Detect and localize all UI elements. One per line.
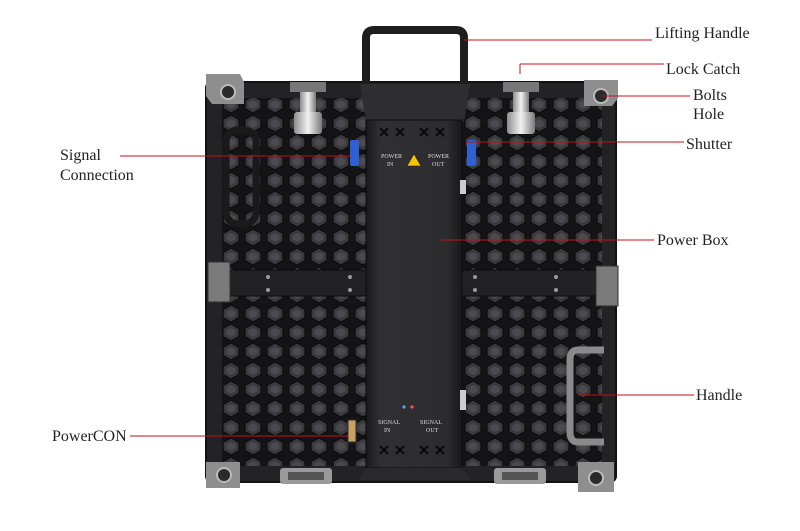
left-side-latch (207, 261, 231, 303)
label-lock-catch: Lock Catch (666, 61, 741, 78)
power-out-text-1: POWER (428, 154, 449, 160)
label-power-box: Power Box (657, 232, 729, 249)
label-bolts-hole-line2: Hole (693, 106, 725, 123)
shutter-right (467, 140, 476, 166)
shutter-left (350, 140, 359, 166)
bolt-hole-icon (588, 470, 604, 486)
label-handle: Handle (696, 387, 743, 404)
power-box-vents (379, 127, 445, 455)
label-bolts-hole-line1: Bolts (693, 87, 727, 104)
bottom-latches (280, 468, 546, 484)
leader-lines (120, 39, 694, 437)
label-lifting-handle: Lifting Handle (655, 25, 750, 42)
bolt-hole-icon (220, 84, 236, 100)
power-box (365, 119, 463, 469)
right-support-bar (457, 269, 603, 297)
power-box-top-cap (360, 84, 470, 122)
signal-cable (460, 390, 466, 410)
left-support-bar (221, 269, 369, 297)
bolt-hole-icon (216, 467, 232, 483)
signal-in-text-2: IN (384, 428, 391, 434)
signal-out-text-2: OUT (426, 428, 439, 434)
label-signal-connection-line2: Connection (60, 167, 134, 184)
signal-out-text-1: SIGNAL (420, 420, 442, 426)
bar-screws (266, 275, 558, 292)
label-powercon: PowerCON (52, 428, 127, 445)
indicator-led (402, 405, 406, 409)
lock-catches (290, 82, 539, 134)
warning-label-icon (406, 153, 422, 167)
signal-cable (460, 180, 466, 194)
powercon-connector (347, 419, 357, 443)
corner-brackets (206, 74, 618, 492)
label-shutter: Shutter (686, 136, 733, 153)
lifting-handle-icon (362, 26, 468, 96)
power-in-text-1: POWER (381, 154, 402, 160)
signal-in-text-1: SIGNAL (378, 420, 400, 426)
power-in-text-2: IN (387, 162, 394, 168)
power-out-text-2: OUT (432, 162, 445, 168)
left-grip (222, 126, 260, 228)
indicator-led (410, 405, 414, 409)
handle-icon (566, 346, 604, 446)
right-side-latch (595, 265, 619, 307)
label-signal-connection-line1: Signal (60, 147, 101, 164)
